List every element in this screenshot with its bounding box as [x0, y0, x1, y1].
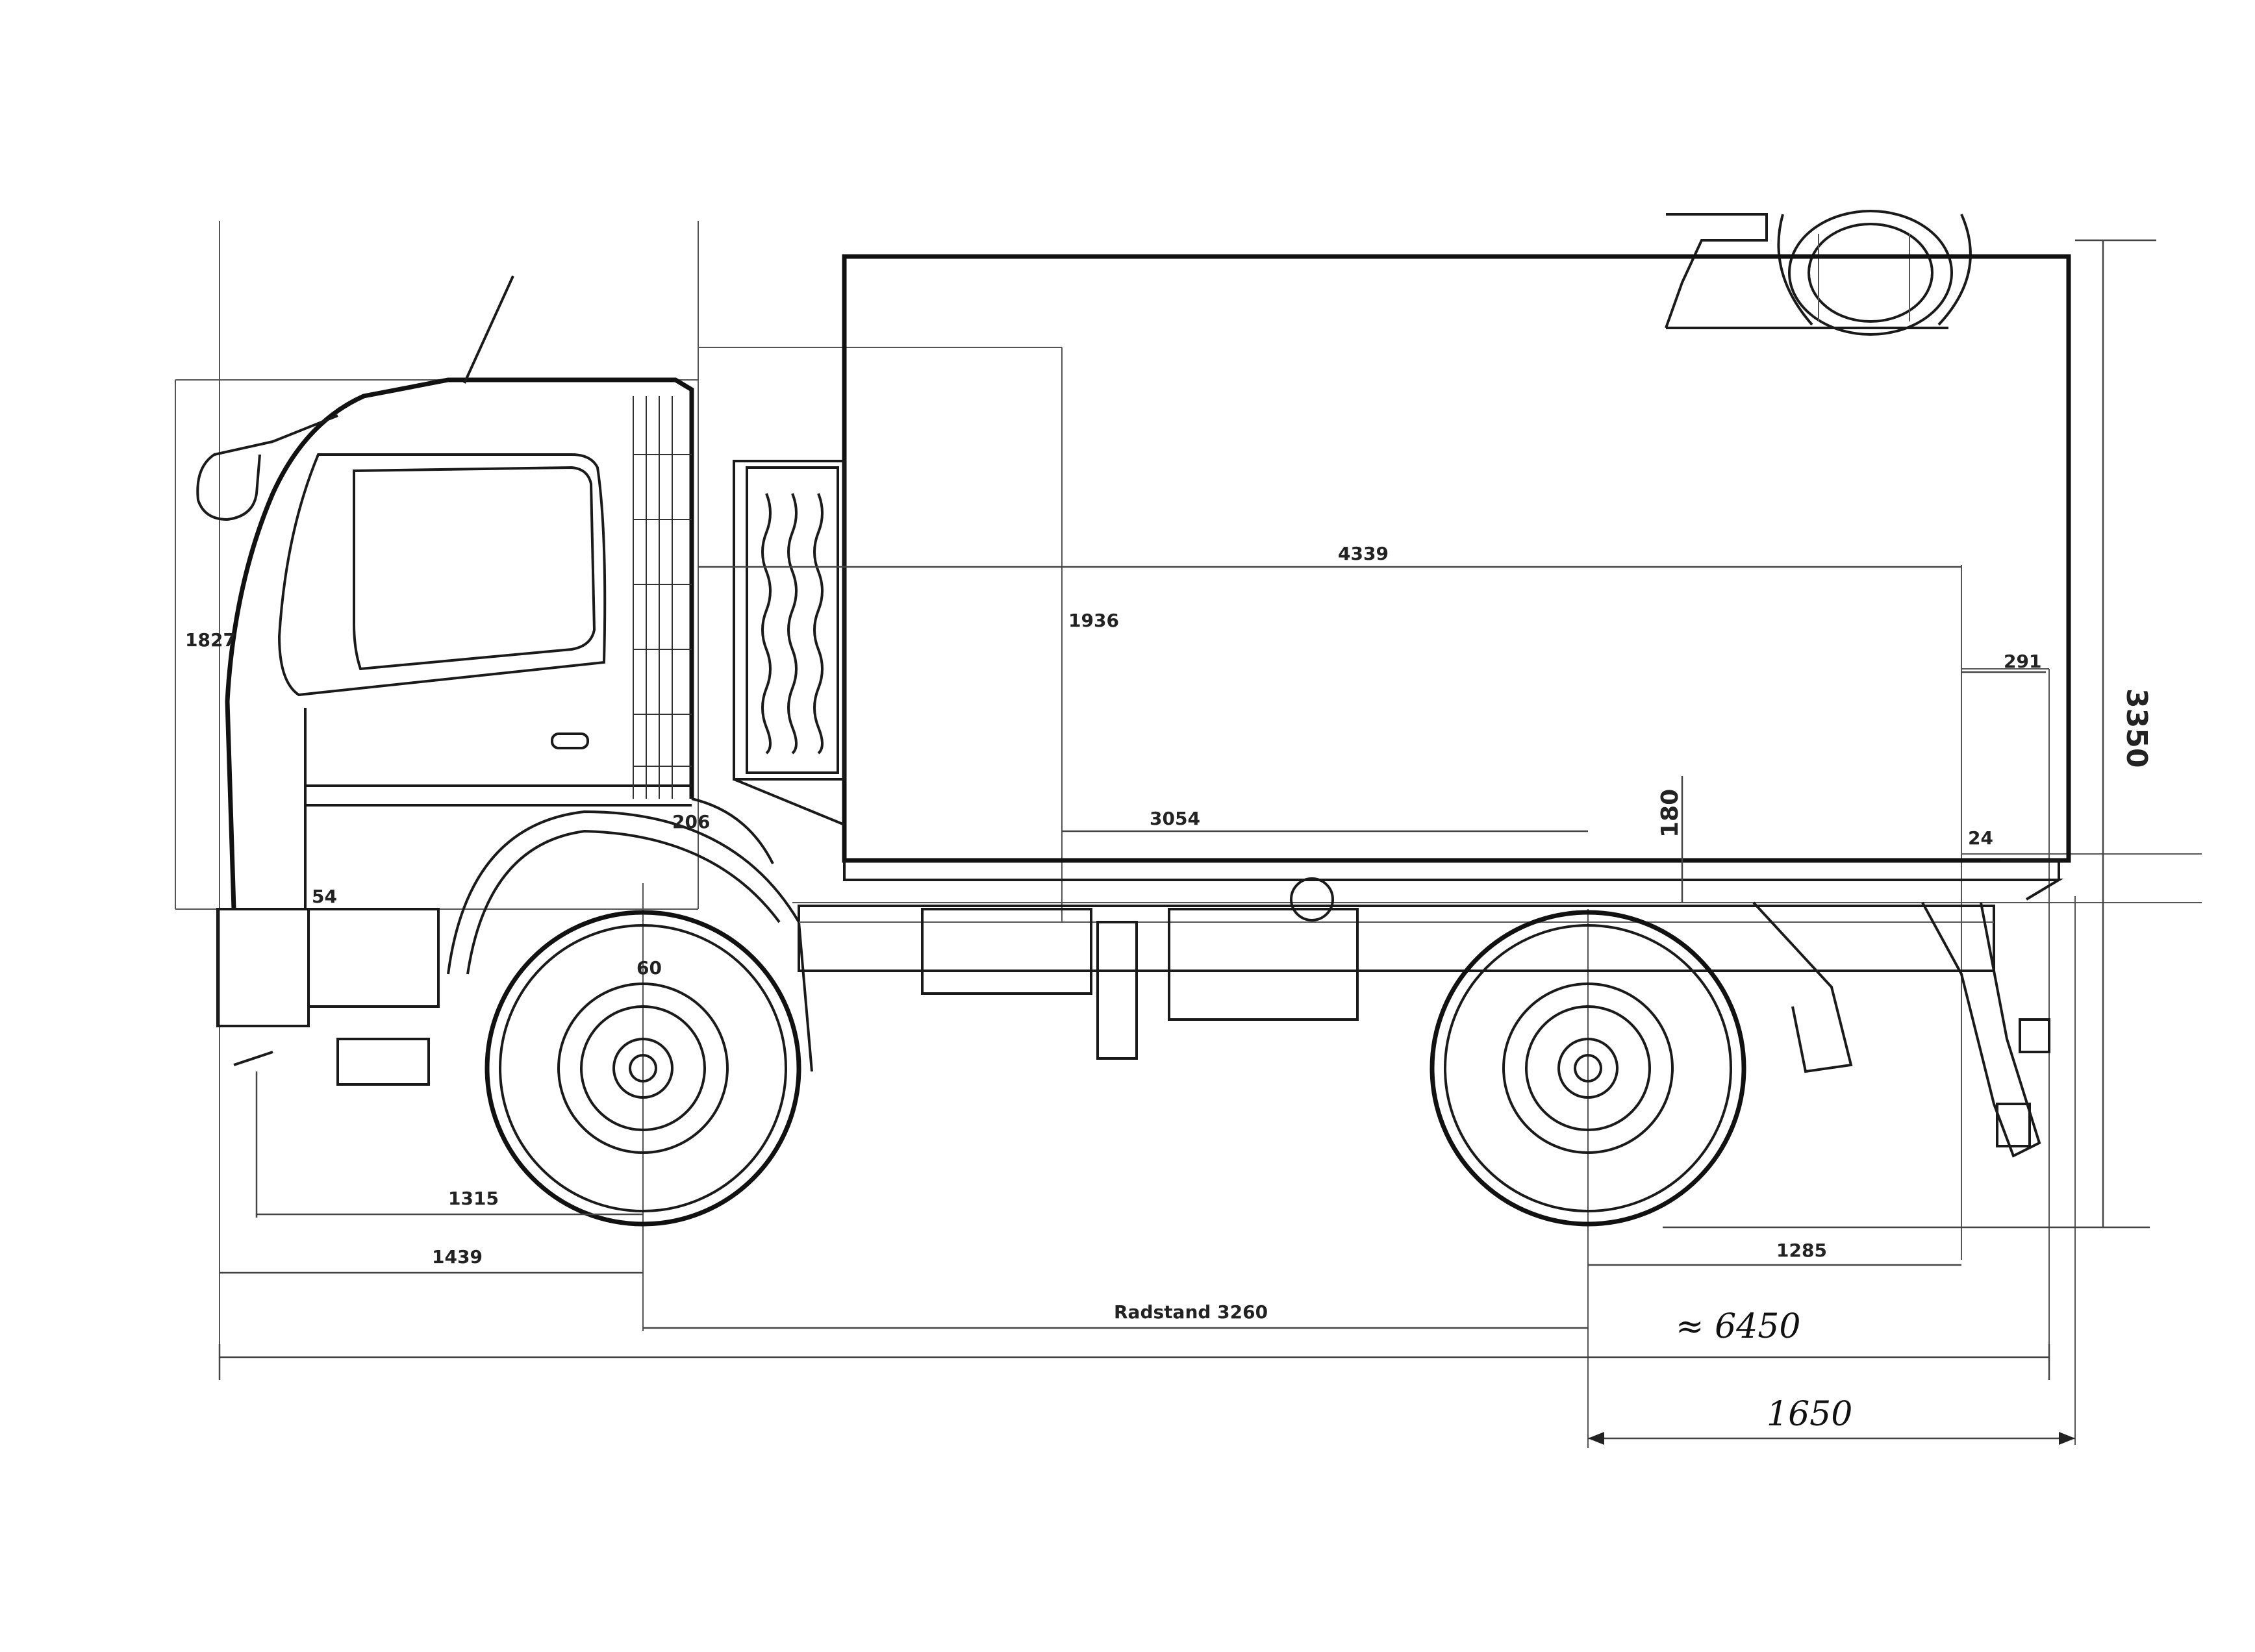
dim-rear-24: 24 — [1968, 827, 1993, 849]
dim-rear-overhang: 1285 — [1776, 1240, 1827, 1261]
cargo-box — [733, 254, 2071, 901]
dim-box-floor: 3054 — [1150, 808, 1200, 829]
dimension-lines — [218, 239, 2156, 1445]
dim-axle-60: 60 — [636, 957, 662, 979]
truck-cab — [196, 275, 774, 1086]
dim-wheelbase: Radstand 3260 — [1114, 1301, 1268, 1323]
dimension-labels: 1827 1936 4339 291 3350 180 3054 206 54 … — [185, 543, 2153, 1434]
chassis-frame — [798, 877, 2050, 1158]
dim-frame-offset: 180 — [1657, 789, 1683, 838]
front-fender — [447, 810, 813, 1072]
dim-front-54: 54 — [312, 886, 337, 907]
dim-rear-small: 291 — [2004, 651, 2041, 672]
dim-total-height: 3350 — [2120, 688, 2153, 768]
dim-cab-height: 1827 — [185, 629, 236, 651]
dim-rear-extension: 1650 — [1767, 1395, 1852, 1434]
cab-rear-hatching — [633, 396, 692, 799]
dim-cab-to-box: 1936 — [1068, 610, 1119, 631]
dim-box-length: 4339 — [1338, 543, 1389, 564]
dim-total-length: ≈ 6450 — [1676, 1307, 1800, 1346]
rear-wheel — [1430, 910, 1746, 1227]
dim-gap: 206 — [672, 811, 710, 832]
dim-front-overhang-inner: 1315 — [448, 1188, 499, 1209]
dim-front-overhang: 1439 — [432, 1246, 483, 1268]
roof-equipment — [1665, 210, 1972, 336]
front-wheel — [485, 910, 801, 1227]
